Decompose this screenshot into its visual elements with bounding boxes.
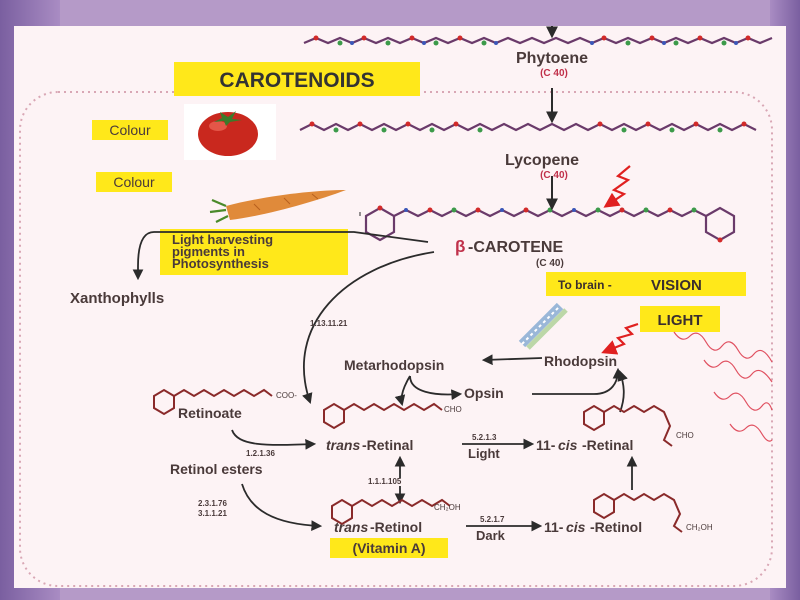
red-light-arrow [601, 322, 639, 355]
label-cis-retinol-prefix: 11- [544, 519, 564, 535]
label-dark-small: Dark [476, 528, 506, 543]
label-beta-carotene-carbons: (C 40) [536, 258, 564, 269]
light-wave-icon-1 [673, 331, 773, 363]
label-cis-retinol-italic: cis [566, 519, 586, 535]
label-xanthophylls: Xanthophylls [70, 290, 164, 307]
lycopene-chain [299, 121, 757, 133]
enzyme-5-2-1-7: 5.2.1.7 [480, 515, 505, 524]
label-phytoene-carbons: (C 40) [540, 68, 568, 79]
title-highlight [174, 62, 420, 96]
label-vision: VISION [651, 277, 702, 294]
light-box [640, 306, 720, 332]
nerve-fibre-icon [518, 302, 568, 350]
carrot-icon [209, 190, 346, 223]
arrow-rhodopsin-to-metarhodopsin [481, 354, 543, 366]
trans-retinal-molecule [323, 402, 443, 430]
label-light-harvesting-3: Photosynthesis [172, 256, 269, 271]
label-light-box: LIGHT [658, 312, 703, 329]
trans-retinol-molecule [331, 498, 451, 526]
label-light-small: Light [468, 446, 500, 461]
label-beta-symbol: β [455, 237, 465, 256]
label-opsin: Opsin [464, 385, 504, 401]
label-colour-2: Colour [113, 174, 155, 190]
light-wave-icon-2 [703, 359, 773, 383]
light-wave-icon-3 [713, 391, 773, 411]
light-wave-icon-4 [729, 423, 773, 442]
to-brain-box [546, 272, 746, 296]
label-phytoene: Phytoene [516, 50, 588, 67]
arrow-esters-to-retinol [241, 483, 323, 532]
label-ch2oh-2: CH₂OH [686, 523, 713, 532]
label-cis-retinal-italic: cis [558, 437, 578, 453]
label-lycopene-carbons: (C 40) [540, 170, 568, 181]
arrow-bcarotene-to-trans-retinal [302, 251, 435, 405]
label-retinoate: Retinoate [178, 405, 242, 421]
light-harvesting-box [160, 229, 348, 275]
label-trans-retinal-italic: trans [326, 437, 360, 453]
colour-highlight-2 [96, 172, 172, 192]
label-rhodopsin: Rhodopsin [544, 353, 617, 369]
vitamin-a-highlight [330, 538, 448, 558]
label-light-harvesting-1: Light harvesting [172, 232, 273, 247]
slide: CAROTENOIDS Phytoene (C 40) Lycopene (C … [14, 26, 786, 588]
colour-highlight-1 [92, 120, 168, 140]
arrow-metarhodopsin-to-trans-retinal [394, 375, 411, 407]
label-trans-retinol: -Retinol [370, 519, 422, 535]
label-vitamin-a: (Vitamin A) [352, 540, 425, 556]
phytoene-chain [303, 35, 773, 46]
label-beta-carotene: -CAROTENE [468, 239, 563, 256]
label-cis-retinal: -Retinal [582, 437, 633, 453]
tomato-icon [184, 104, 276, 160]
enzyme-5-2-1-3: 5.2.1.3 [472, 433, 497, 442]
arrow-to-xanthophylls [132, 231, 429, 281]
retinoate-molecule [153, 388, 273, 416]
arrow-cis-retinal-to-rhodopsin [617, 369, 628, 413]
enzyme-1-2-1-36: 1.2.1.36 [246, 449, 275, 458]
label-ch2oh-1: CH₂OH [434, 503, 461, 512]
cis-retinol-molecule [593, 492, 683, 533]
enclosing-dashed-box [19, 91, 773, 587]
title: CAROTENOIDS [219, 69, 374, 92]
red-reaction-arrow [603, 165, 631, 208]
label-trans-retinol-italic: trans [334, 519, 368, 535]
label-to-brain: To brain - [558, 278, 612, 292]
label-lycopene: Lycopene [505, 152, 579, 169]
label-cho-1: CHO [444, 405, 462, 414]
label-cis-retinol: -Retinol [590, 519, 642, 535]
arrow-metarhodopsin-to-opsin [409, 375, 463, 401]
enzyme-2-3-1-76: 2.3.1.76 [198, 499, 227, 508]
arrow-retinoate-to-trans-retinal [231, 429, 317, 450]
enzyme-3-1-1-21: 3.1.1.21 [198, 509, 227, 518]
label-trans-retinal: -Retinal [362, 437, 413, 453]
cis-retinal-molecule [583, 404, 673, 447]
label-cis-retinal-prefix: 11- [536, 437, 556, 453]
beta-carotene-chain [364, 205, 736, 243]
label-metarhodopsin: Metarhodopsin [344, 357, 444, 373]
label-retinol-esters: Retinol esters [170, 461, 263, 477]
label-light-harvesting-2: pigments in [172, 244, 245, 259]
enzyme-1-1-1-105: 1.1.1.105 [368, 477, 402, 486]
enzyme-1-13-11-21: 1.13.11.21 [310, 319, 348, 328]
label-coo: COO- [276, 391, 297, 400]
label-colour-1: Colour [109, 122, 151, 138]
carotenoid-pathway-diagram: CAROTENOIDS Phytoene (C 40) Lycopene (C … [19, 26, 773, 587]
arrow-opsin-to-rhodopsin [532, 367, 624, 395]
label-cho-2: CHO [676, 431, 694, 440]
